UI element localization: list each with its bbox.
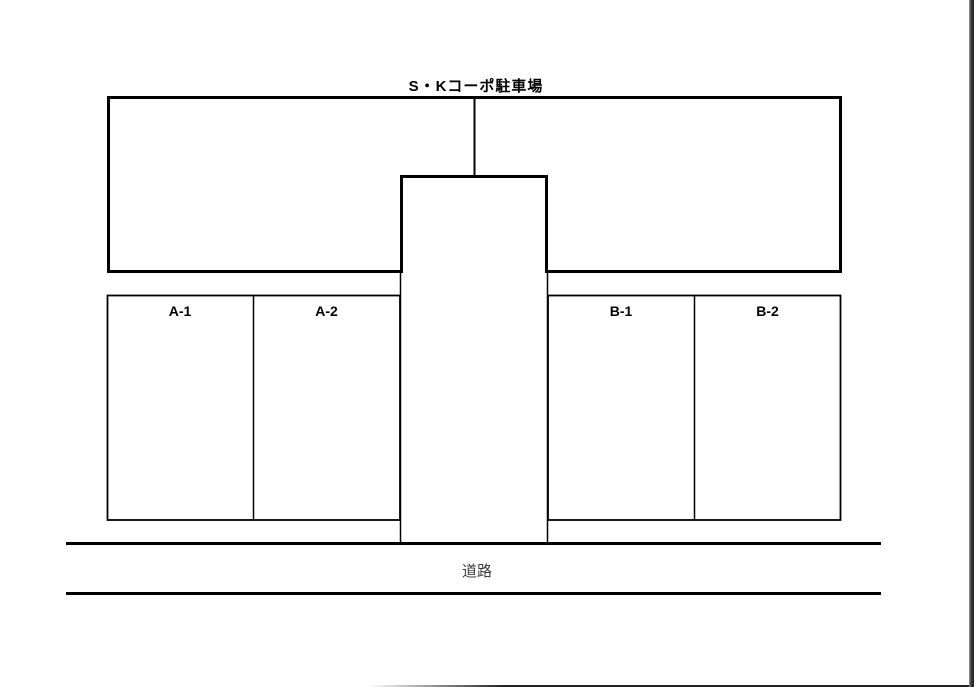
page-edge-shadow-right [969,0,974,687]
page-title: S・Kコーポ駐車場 [408,78,544,95]
parking-space-label-a2: A-2 [315,303,338,319]
road-label: 道路 [461,563,492,580]
parking-space-label-b1: B-1 [609,303,633,319]
building-outline [107,96,842,273]
page-edge-shadow-bottom [0,685,969,687]
parking-space-label-b2: B-2 [756,303,779,319]
parking-space-label-a1: A-1 [168,303,192,319]
